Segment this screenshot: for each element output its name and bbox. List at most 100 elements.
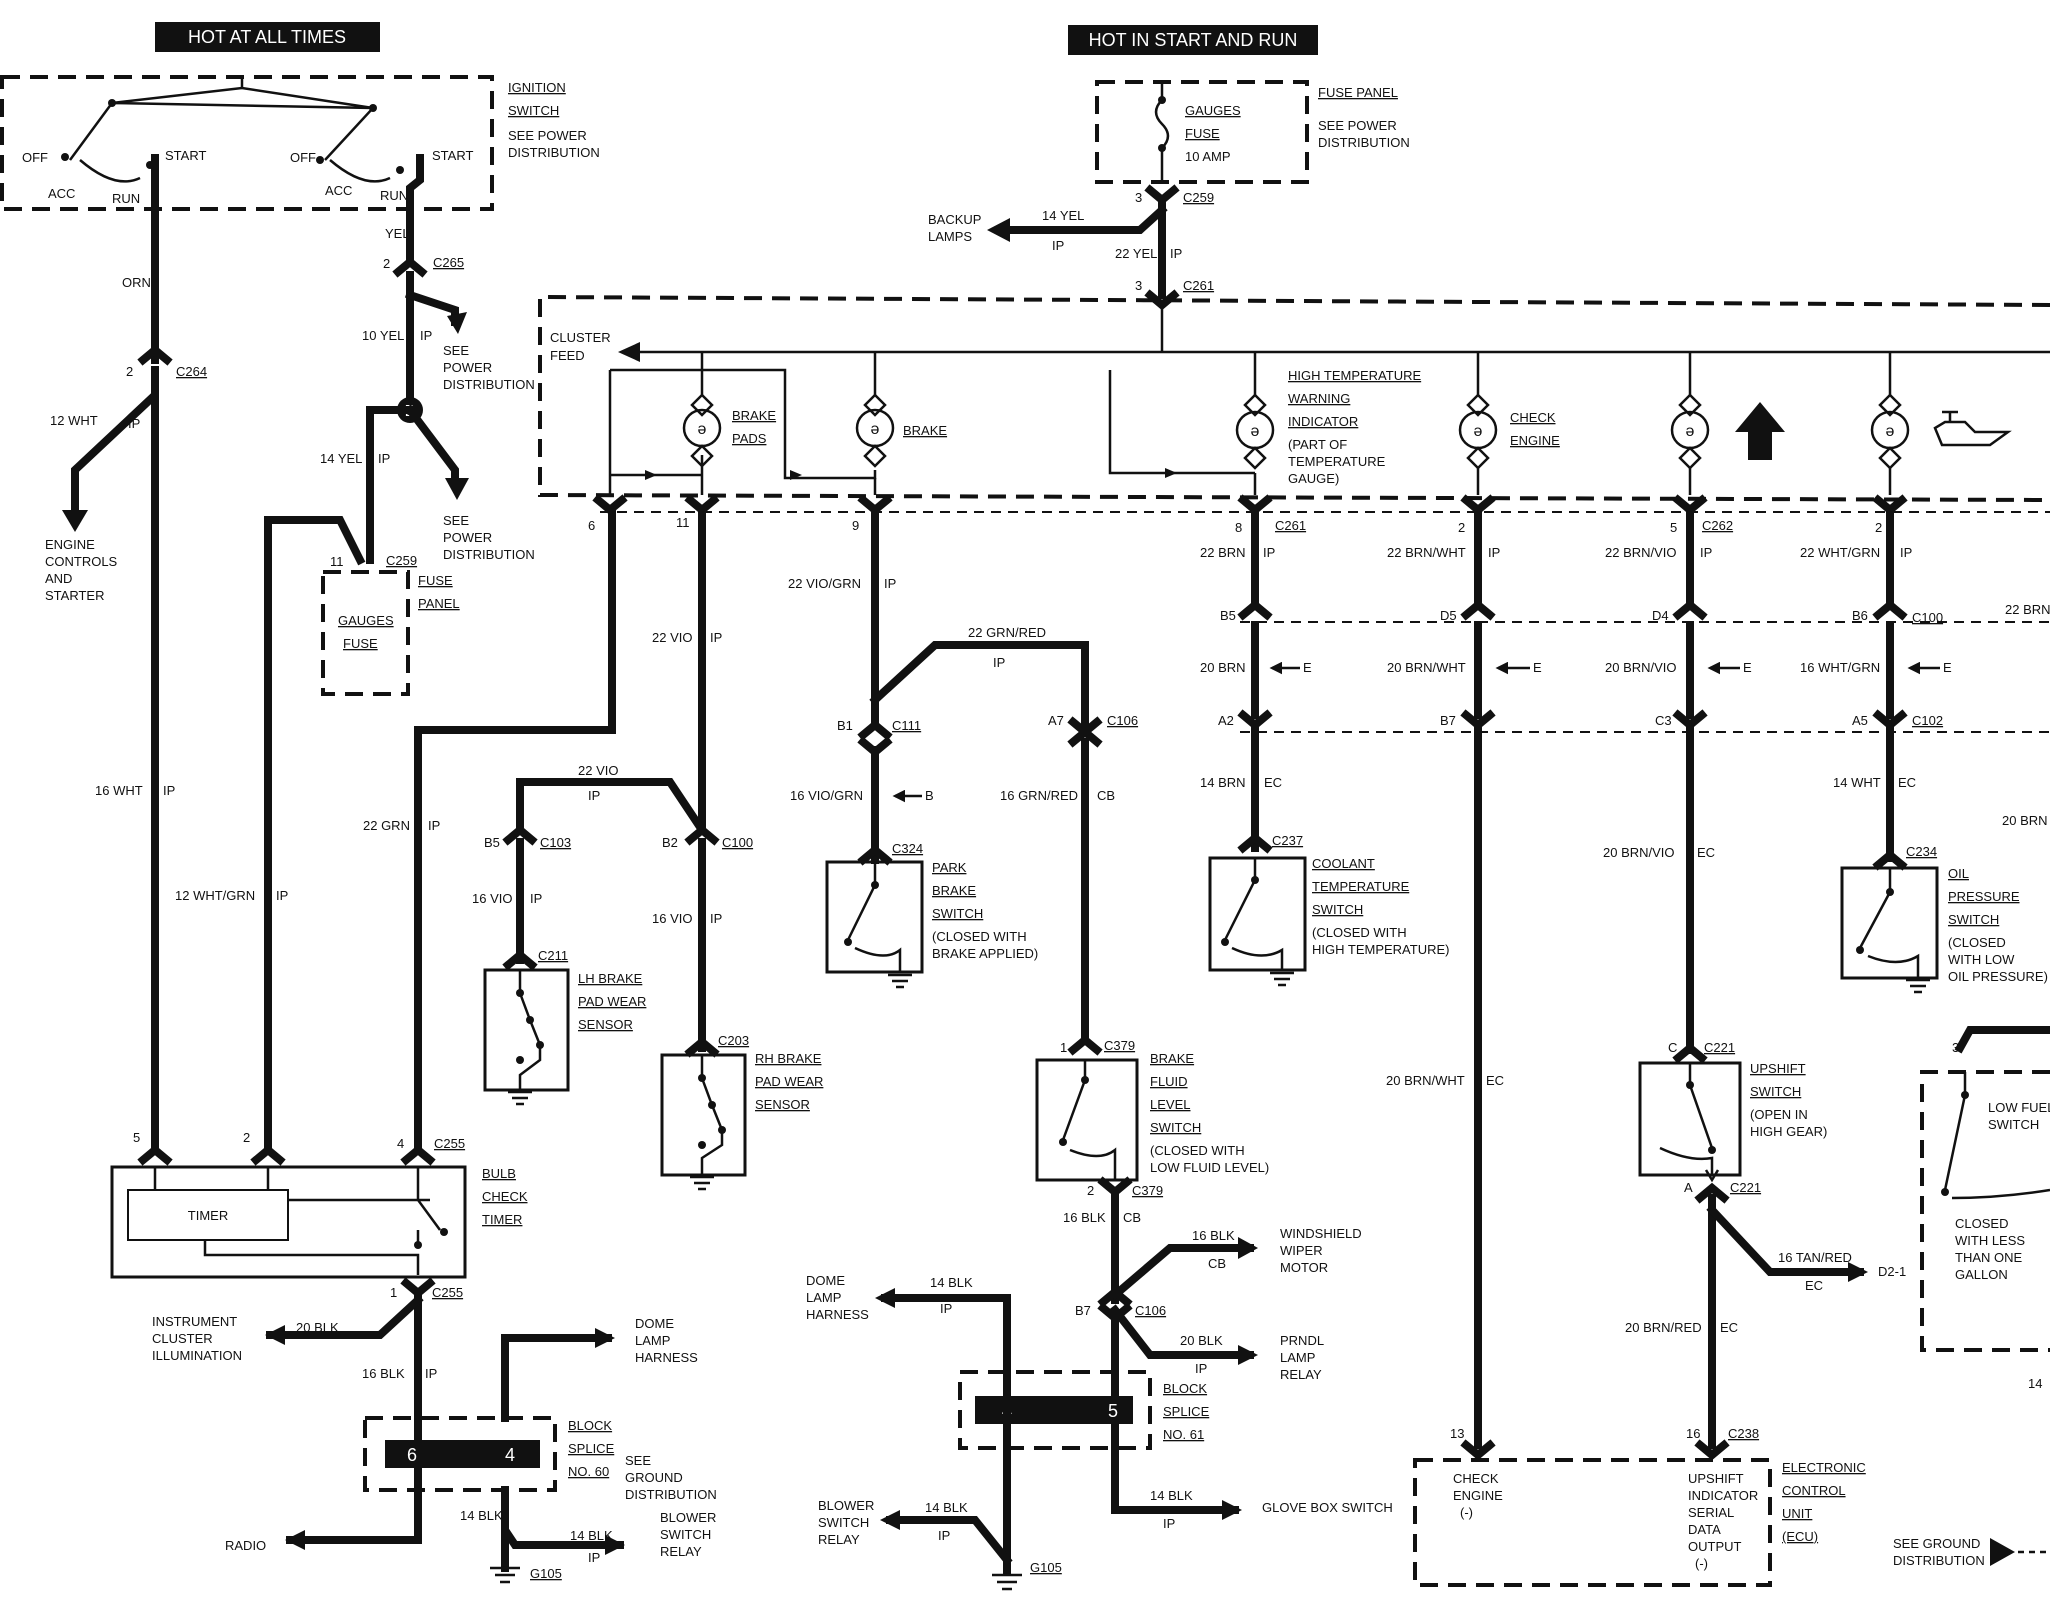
svg-text:(-): (-) [1460,1505,1473,1520]
header-hot-in-start-run: HOT IN START AND RUN [1089,30,1298,50]
svg-text:14 BLK: 14 BLK [1150,1488,1193,1503]
svg-text:PANEL: PANEL [418,596,460,611]
svg-text:OIL: OIL [1948,866,1969,881]
svg-text:ILLUMINATION: ILLUMINATION [152,1348,242,1363]
svg-text:8: 8 [1235,520,1242,535]
connector-c379-bottom: 2 C379 [1087,1176,1163,1198]
svg-text:BRAKE: BRAKE [932,883,976,898]
svg-text:IP: IP [993,655,1005,670]
see-ground-distribution-right: SEE GROUND DISTRIBUTION [1893,1536,2050,1568]
wire-16whtgrn: 16 WHT/GRN E [1800,621,1952,719]
svg-text:3: 3 [1135,190,1142,205]
brake-fluid-switch: 1 C379 BRAKE FLUID LEVEL SWITCH (CLOSED … [1035,1034,1269,1182]
svg-text:22 BRN/WHT: 22 BRN/WHT [1387,545,1466,560]
svg-text:B6: B6 [1852,608,1868,623]
svg-text:HARNESS: HARNESS [635,1350,698,1365]
svg-text:EC: EC [1697,845,1715,860]
wire-22brnvio: 22 BRN/VIO IP [1605,506,1712,609]
svg-text:COOLANT: COOLANT [1312,856,1375,871]
svg-text:FUSE: FUSE [418,573,453,588]
svg-text:14 YEL: 14 YEL [1042,208,1084,223]
svg-text:C262: C262 [1702,518,1733,533]
svg-text:22 BRN: 22 BRN [1200,545,1246,560]
upshift-lamp-icon: ə [1670,393,1785,470]
svg-text:20 BRN: 20 BRN [2002,813,2048,828]
svg-text:SPLICE: SPLICE [568,1441,615,1456]
svg-text:IP: IP [940,1301,952,1316]
svg-text:G105: G105 [530,1566,562,1581]
svg-text:C259: C259 [1183,190,1214,205]
svg-text:DISTRIBUTION: DISTRIBUTION [1893,1553,1985,1568]
svg-text:9: 9 [852,518,859,533]
svg-text:ə: ə [698,421,707,438]
svg-text:16 VIO: 16 VIO [652,911,692,926]
svg-text:HIGH GEAR): HIGH GEAR) [1750,1124,1827,1139]
svg-text:3: 3 [1952,1040,1959,1055]
wire-20brnvio-2: 20 BRN/VIO EC [1603,726,1715,1054]
block-splice-61: 4 5 BLOCK SPLICE NO. 61 14 BLK IP [958,1314,1242,1531]
wire-14yel: 14 YEL IP [320,404,469,564]
svg-text:20 BLK: 20 BLK [1180,1333,1223,1348]
block-splice-60: 6 4 BLOCK SPLICE NO. 60 [363,1416,615,1492]
svg-text:UNIT: UNIT [1782,1506,1812,1521]
svg-text:IP: IP [128,416,140,431]
svg-text:UPSHIFT: UPSHIFT [1688,1471,1744,1486]
svg-text:SWITCH: SWITCH [1948,912,1999,927]
wire-22vio: 22 VIO IP [652,506,722,834]
svg-text:STARTER: STARTER [45,588,104,603]
connector-c221-bottom: A C221 [1684,1180,1761,1204]
svg-text:IP: IP [588,788,600,803]
svg-text:ENGINE: ENGINE [1453,1488,1503,1503]
svg-text:CB: CB [1208,1256,1226,1271]
svg-text:14: 14 [2028,1376,2042,1391]
oil-pressure-switch: C234 OIL PRESSURE SWITCH (CLOSED WITH LO… [1840,844,2048,994]
svg-text:NO. 61: NO. 61 [1163,1427,1204,1442]
svg-text:2: 2 [1458,520,1465,535]
connector-c259-left: 11 C259 [330,553,417,569]
svg-text:FUSE: FUSE [343,636,378,651]
svg-text:(CLOSED WITH: (CLOSED WITH [1312,925,1407,940]
svg-text:RELAY: RELAY [660,1544,702,1559]
svg-text:16 VIO/GRN: 16 VIO/GRN [790,788,863,803]
svg-text:BRAKE: BRAKE [1150,1051,1194,1066]
svg-text:B7: B7 [1075,1303,1091,1318]
see-power-distribution-2: SEE POWER DISTRIBUTION [443,513,535,562]
svg-text:EC: EC [1720,1320,1738,1335]
svg-text:EC: EC [1898,775,1916,790]
ignition-switch-label: IGNITION SWITCH SEE POWER DISTRIBUTION [508,80,600,160]
svg-text:C237: C237 [1272,833,1303,848]
svg-text:TIMER: TIMER [482,1212,522,1227]
svg-text:C102: C102 [1912,713,1943,728]
svg-text:C3: C3 [1655,713,1672,728]
svg-text:22 GRN/RED: 22 GRN/RED [968,625,1046,640]
svg-text:BLOCK: BLOCK [1163,1381,1207,1396]
svg-text:IP: IP [588,1550,600,1565]
svg-text:DISTRIBUTION: DISTRIBUTION [625,1487,717,1502]
upshift-switch: C C221 UPSHIFT SWITCH (OPEN IN HIGH GEAR… [1638,1040,1827,1183]
brake-pads-lamp-icon: ə BRAKE PADS [682,393,776,468]
svg-text:GAUGE): GAUGE) [1288,471,1339,486]
svg-text:5: 5 [1670,520,1677,535]
svg-text:CLUSTER: CLUSTER [152,1331,213,1346]
svg-text:BACKUP: BACKUP [928,212,981,227]
svg-text:C106: C106 [1107,713,1138,728]
svg-text:20 BRN/RED: 20 BRN/RED [1625,1320,1702,1335]
svg-text:ELECTRONIC: ELECTRONIC [1782,1460,1866,1475]
svg-text:1: 1 [1060,1040,1067,1055]
svg-text:NO. 60: NO. 60 [568,1464,609,1479]
svg-text:(ECU): (ECU) [1782,1529,1818,1544]
svg-text:SEE POWER: SEE POWER [508,128,587,143]
svg-text:IP: IP [530,891,542,906]
svg-text:22 VIO: 22 VIO [652,630,692,645]
svg-text:CB: CB [1123,1210,1141,1225]
svg-text:START: START [165,148,206,163]
lh-brake-sensor: C211 LH BRAKE PAD WEAR SENSOR [483,948,646,1106]
svg-text:C100: C100 [722,835,753,850]
wire-22grnred: 22 GRN/RED IP [869,625,1089,729]
svg-text:C259: C259 [386,553,417,568]
wire-22brn: 22 BRN IP [1200,506,1275,609]
ignition-switch-box [0,75,494,211]
svg-text:B7: B7 [1440,713,1456,728]
ground-g105-right: G105 [992,1560,1062,1591]
bulb-check-timer: TIMER BULB CHECK TIMER [110,1165,528,1279]
